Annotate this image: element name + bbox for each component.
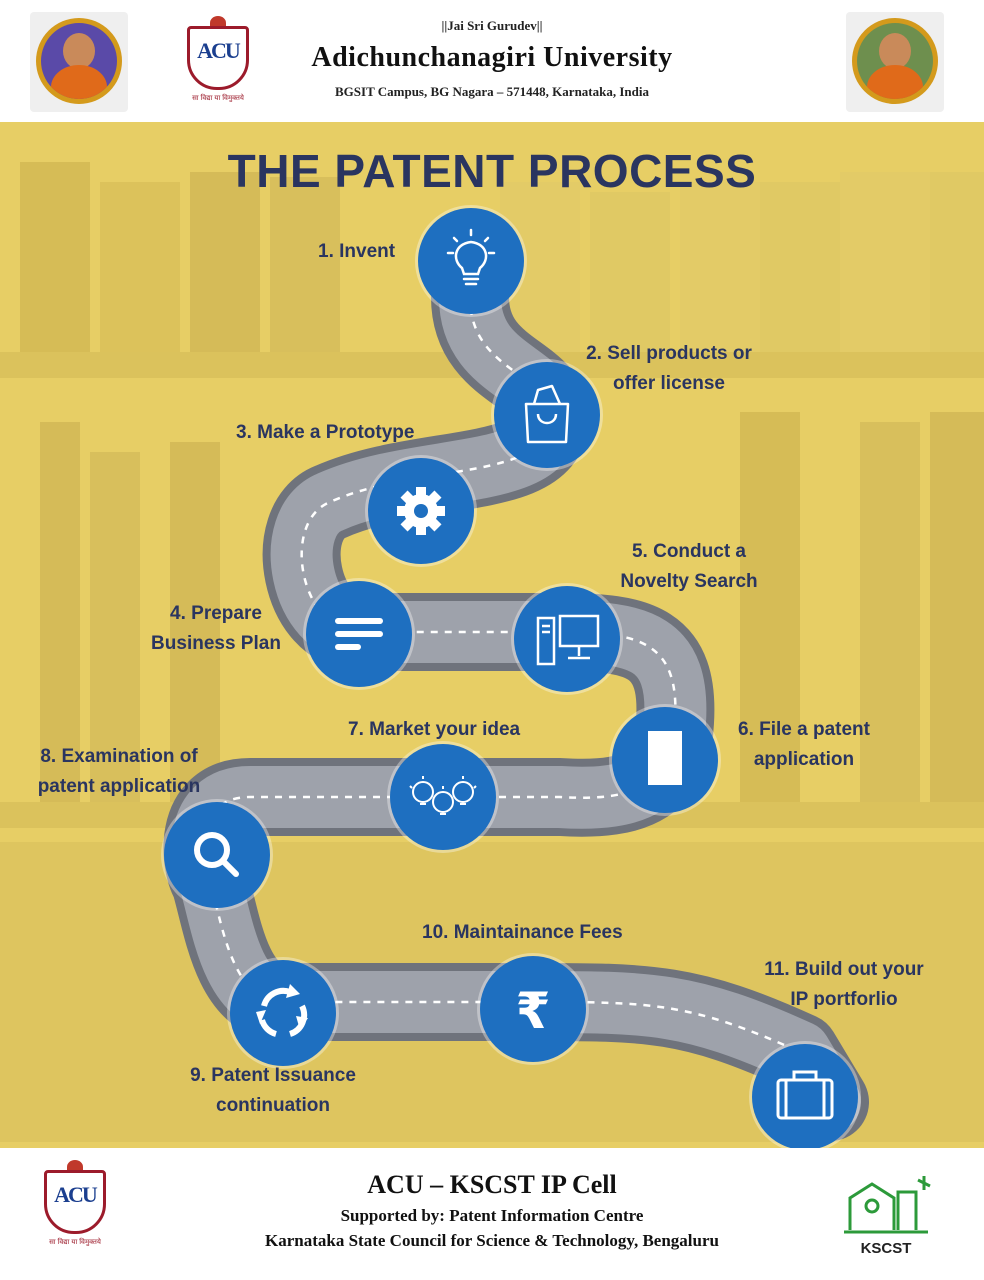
step-8-label-line2: patent application [37, 776, 201, 797]
kscst-logo: KSCST [836, 1168, 936, 1268]
step-4-label: 4. Prepare Business Plan [136, 599, 296, 659]
ip-cell-title: ACU – KSCST IP Cell [367, 1170, 617, 1199]
step-5-label-line1: 5. Conduct a [631, 541, 746, 562]
step-11-label: 11. Build out your IP portforlio [746, 955, 942, 1015]
step-11-label-line2: IP portforlio [790, 989, 898, 1010]
acu-crest-logo: ACU सा विद्या या विमुक्तये [183, 16, 253, 108]
step-4-business-plan [306, 581, 412, 687]
step-9-label-line2: continuation [216, 1095, 330, 1116]
crest-letters: ACU [197, 38, 241, 63]
crest-motto: सा विद्या या विमुक्तये [192, 95, 244, 102]
step-7-market-idea [390, 744, 496, 850]
step-4-label-line1: 4. Prepare [170, 603, 262, 624]
step-9-label: 9. Patent Issuance continuation [186, 1061, 360, 1121]
step-2-label-line2: offer license [613, 373, 725, 394]
step-5-label-line2: Novelty Search [620, 571, 758, 592]
step-5-novelty-search [514, 586, 620, 692]
step-9-label-line1: 9. Patent Issuance [190, 1065, 356, 1086]
text-lines-icon [335, 618, 383, 650]
university-name: Adichunchanagiri University [311, 42, 673, 73]
step-11-portfolio [752, 1044, 858, 1148]
step-1-label: 1. Invent [318, 241, 396, 262]
founder-portrait-left [30, 12, 128, 112]
infographic-area: THE PATENT PROCESS [0, 122, 984, 1148]
header-invocation: ||Jai Sri Gurudev|| [441, 18, 543, 33]
step-8-label: 8. Examination of patent application [24, 742, 214, 802]
refresh-arrows-icon [256, 984, 308, 1037]
step-2-sell [494, 362, 600, 468]
step-1-invent [418, 208, 524, 314]
header: ACU सा विद्या या विमुक्तये ||Jai Sri Gur… [0, 0, 984, 122]
shopping-bag-icon [524, 384, 570, 444]
step-10-label: 10. Maintainance Fees [422, 922, 623, 943]
step-3-label: 3. Make a Prototype [236, 422, 415, 443]
kscst-full-name: Karnataka State Council for Science & Te… [265, 1231, 719, 1250]
supported-by: Supported by: Patent Information Centre [340, 1206, 644, 1225]
document-icon [648, 731, 682, 785]
svg-text:₹: ₹ [516, 982, 551, 1040]
step-8-label-line1: 8. Examination of [40, 746, 198, 767]
gear-icon [397, 487, 445, 535]
step-8-examination [164, 802, 270, 908]
page-title: THE PATENT PROCESS [227, 145, 757, 197]
university-address: BGSIT Campus, BG Nagara – 571448, Karnat… [335, 84, 649, 99]
step-6-label: 6. File a patent application [724, 715, 884, 775]
briefcase-icon [776, 1070, 834, 1120]
step-7-label: 7. Market your idea [348, 719, 521, 740]
step-2-label-line1: 2. Sell products or [586, 343, 752, 364]
step-2-label: 2. Sell products or offer license [568, 339, 770, 399]
rupee-icon: ₹ [516, 982, 551, 1040]
footer: ACU सा विद्या या विमुक्तये ACU – KSCST I… [0, 1148, 984, 1280]
lightbulbs-icon [409, 776, 477, 815]
step-6-label-line2: application [753, 749, 855, 770]
step-6-label-line1: 6. File a patent [738, 719, 870, 740]
step-10-fees: ₹ [480, 956, 586, 1062]
lightbulb-icon [446, 228, 496, 286]
crest-letters-footer: ACU [54, 1182, 98, 1207]
magnifier-icon [194, 832, 239, 877]
step-4-label-line2: Business Plan [151, 633, 281, 654]
step-11-label-line1: 11. Build out your [764, 959, 924, 980]
acu-crest-logo-footer: ACU सा विद्या या विमुक्तये [40, 1160, 110, 1252]
step-5-label: 5. Conduct a Novelty Search [604, 537, 774, 597]
step-3-prototype [368, 458, 474, 564]
kscst-logo-text: KSCST [860, 1240, 912, 1257]
crest-motto-footer: सा विद्या या विमुक्तये [49, 1239, 101, 1246]
step-6-file-application [612, 707, 718, 813]
windmill-building-icon [844, 1176, 931, 1234]
computer-icon [536, 614, 600, 666]
swamiji-portrait-right [846, 12, 944, 112]
step-9-issuance [230, 960, 336, 1066]
